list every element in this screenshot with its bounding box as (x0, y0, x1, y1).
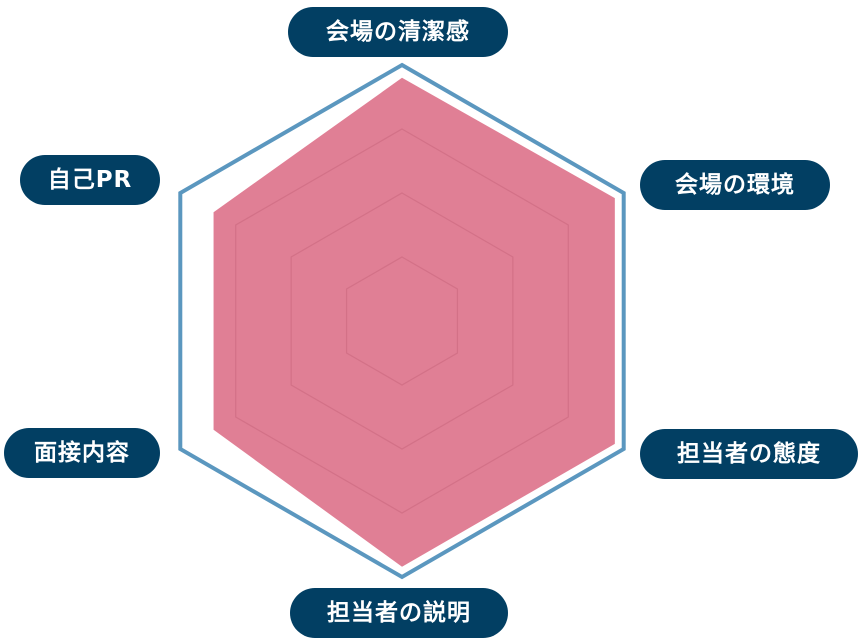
axis-label-interview-content: 面接内容 (4, 428, 160, 478)
grid-ring (290, 192, 514, 450)
axis-label-self-pr: 自己PR (20, 155, 160, 205)
axis-label-venue-cleanliness: 会場の清潔感 (288, 7, 508, 57)
axis-label-staff-attitude: 担当者の態度 (640, 429, 858, 479)
grid-ring (235, 128, 569, 514)
axis-label-staff-explanation: 担当者の説明 (290, 588, 508, 638)
outer-frame (178, 62, 626, 580)
data-area (213, 77, 615, 567)
grid-ring (345, 256, 459, 386)
axis-label-venue-environment: 会場の環境 (640, 160, 830, 210)
